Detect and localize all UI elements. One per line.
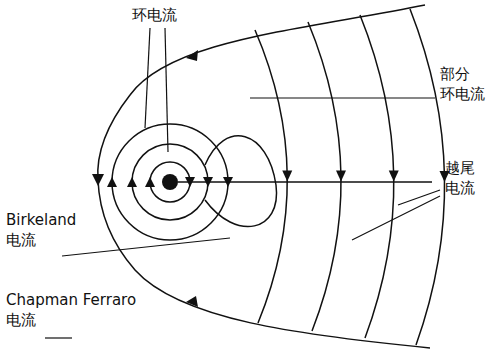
current-arrow [389, 171, 399, 182]
tail-current-arc [308, 22, 341, 331]
birkeland-current-label: Birkeland 电流 [6, 210, 98, 251]
magnetopause-boundary [98, 5, 430, 348]
ring-current-label: 环电流 [132, 5, 177, 25]
partial-ring-current-loop [205, 136, 277, 227]
cross-tail-currents [255, 9, 450, 345]
tail-current-label: 越尾 电流 [445, 158, 485, 199]
chapman-ferraro-current-label: Chapman Ferraro 电流 [6, 290, 146, 331]
earth [162, 174, 178, 190]
ring-current-circle [132, 144, 208, 220]
ring-current-circle [150, 162, 190, 202]
tail-current-arc [255, 30, 287, 323]
tail-current-arc [360, 15, 394, 338]
current-arrow [336, 171, 346, 182]
partial-ring-current-label: 部分 环电流 [440, 64, 490, 105]
current-arrows [92, 50, 233, 307]
current-arrow [282, 171, 292, 182]
ring-current-circle [112, 124, 228, 240]
tail-current-arc [410, 9, 445, 345]
